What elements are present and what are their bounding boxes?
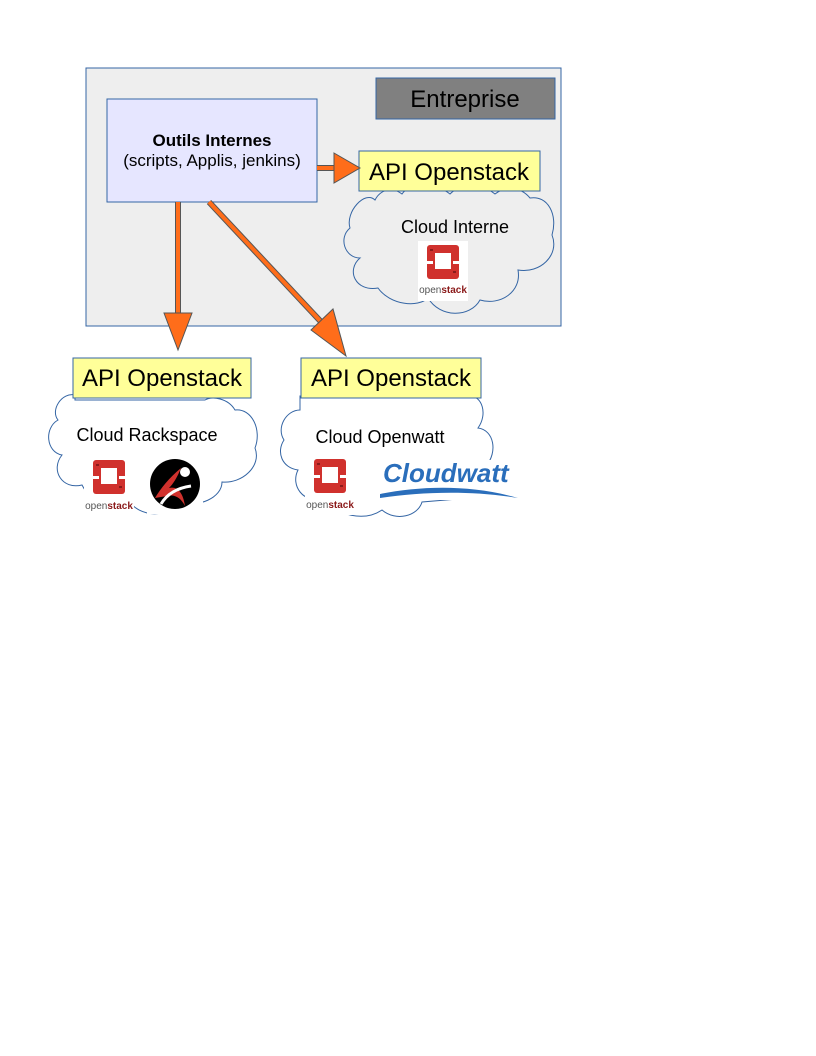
enterprise-label: Entreprise bbox=[410, 86, 519, 113]
api-openstack-interne-label: API Openstack bbox=[369, 159, 530, 186]
arrow-to-interne bbox=[317, 152, 362, 184]
cloud-openwatt-name: Cloud Openwatt bbox=[315, 427, 444, 447]
arrow-to-openwatt bbox=[206, 199, 347, 358]
cloud-rackspace: API Openstack Cloud Rackspace openstack bbox=[48, 357, 258, 516]
cloud-interne-name: Cloud Interne bbox=[401, 217, 509, 237]
api-openstack-openwatt-label: API Openstack bbox=[311, 365, 472, 392]
internal-tools-title: Outils Internes bbox=[152, 131, 271, 150]
svg-text:openstack: openstack bbox=[85, 501, 133, 512]
svg-text:openstack: openstack bbox=[306, 500, 354, 511]
svg-text:openstack: openstack bbox=[419, 285, 467, 296]
openstack-logo-icon: openstack bbox=[84, 456, 134, 516]
api-openstack-rackspace-label: API Openstack bbox=[82, 365, 243, 392]
enterprise-label-box: Entreprise bbox=[375, 77, 556, 120]
openstack-logo-icon: openstack bbox=[418, 241, 468, 301]
openstack-logo-icon: openstack bbox=[305, 455, 355, 515]
api-openstack-interne: API Openstack bbox=[358, 150, 541, 192]
cloud-openwatt: API Openstack Cloud Openwatt openstack C… bbox=[280, 357, 518, 517]
internal-tools-box: Outils Internes (scripts, Applis, jenkin… bbox=[106, 98, 318, 203]
cloudwatt-logo-icon: Cloudwatt bbox=[369, 458, 518, 500]
rackspace-logo-icon bbox=[147, 458, 203, 514]
api-openstack-rackspace: API Openstack bbox=[72, 357, 252, 399]
cloudwatt-wordmark: Cloudwatt bbox=[383, 458, 510, 488]
api-openstack-openwatt: API Openstack bbox=[300, 357, 482, 399]
cloud-interne: API Openstack Cloud Interne openstack bbox=[343, 150, 555, 314]
internal-tools-subtitle: (scripts, Applis, jenkins) bbox=[123, 151, 301, 170]
cloud-rackspace-name: Cloud Rackspace bbox=[76, 425, 217, 445]
arrow-to-rackspace bbox=[163, 202, 193, 352]
